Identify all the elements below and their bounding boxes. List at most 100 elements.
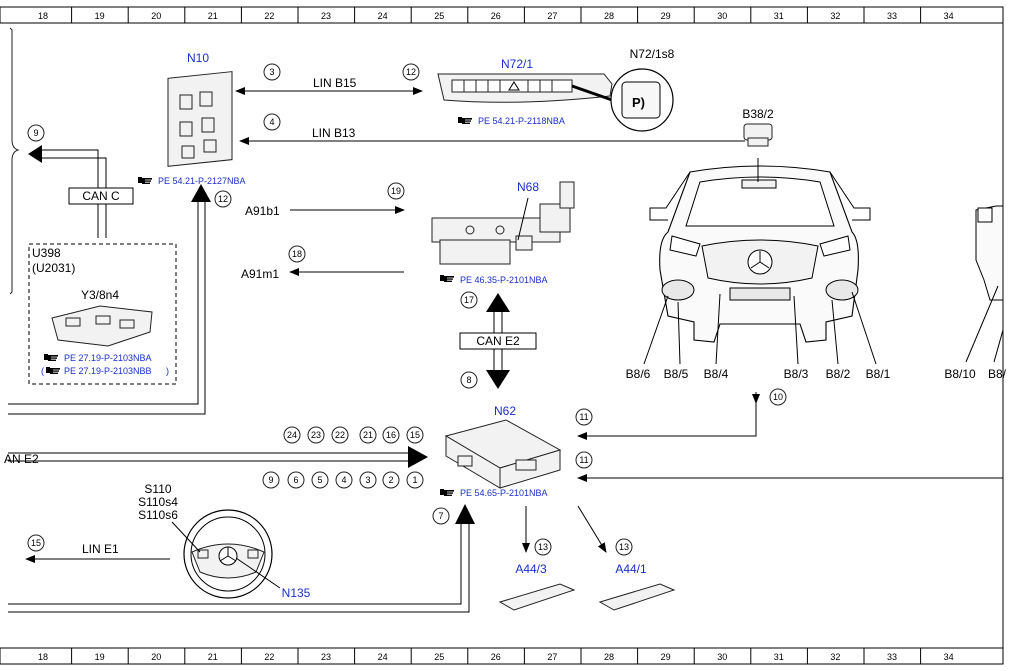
lin-b15-label: LIN B15 xyxy=(313,76,357,90)
a91m1-label: A91m1 xyxy=(241,267,279,281)
parking-button-icon: P) xyxy=(632,95,645,110)
ruler-column-label: 25 xyxy=(434,652,444,662)
u398-group xyxy=(28,243,177,385)
ruler-column-label: 20 xyxy=(151,11,161,21)
callout-18 xyxy=(288,245,306,263)
can-e2-input-arrowhead xyxy=(408,446,428,468)
callout-1: 1 xyxy=(412,475,417,485)
can-e2-box xyxy=(459,332,537,350)
ruler-column-label: 23 xyxy=(321,652,331,662)
callout-18-text: 18 xyxy=(292,249,302,259)
callout-11a-text: 11 xyxy=(579,412,588,422)
callout-13a-text: 13 xyxy=(538,542,548,552)
svg-text:(: ( xyxy=(41,366,44,376)
b8-2-label: B8/2 xyxy=(826,367,851,381)
callout-12b-text: 12 xyxy=(218,194,228,204)
ruler-column-label: 21 xyxy=(208,652,218,662)
n72-1-panel xyxy=(437,73,613,103)
callout-12-text: 12 xyxy=(406,67,416,77)
b8-3-label: B8/3 xyxy=(784,367,809,381)
callout-3-text: 3 xyxy=(269,67,274,77)
b8-partial-label: B8/ xyxy=(988,367,1007,381)
callout-11b xyxy=(575,451,593,469)
n62-label: N62 xyxy=(494,404,516,418)
vehicle-front-view xyxy=(649,158,871,343)
ruler-column-label: 18 xyxy=(38,11,48,21)
b38-2-label: B38/2 xyxy=(742,107,774,121)
ruler-column-label: 32 xyxy=(830,652,840,662)
can-e2-partial-label: AN E2 xyxy=(4,452,39,466)
callout-9 xyxy=(27,124,45,142)
ruler-column-label: 33 xyxy=(887,652,897,662)
callout-10 xyxy=(769,388,787,406)
ruler-column-label: 28 xyxy=(604,652,614,662)
b8-5-label: B8/5 xyxy=(664,367,689,381)
ruler-column-label: 18 xyxy=(38,652,48,662)
ruler-column-label: 19 xyxy=(95,11,105,21)
vehicle-rear-partial xyxy=(965,205,1004,363)
callout-24: 24 xyxy=(287,430,297,440)
a44-3-label: A44/3 xyxy=(515,562,547,576)
ruler-column-label: 22 xyxy=(264,11,274,21)
ruler-column-label: 29 xyxy=(661,11,671,21)
can-c-arrowhead xyxy=(28,145,42,163)
ruler-column-label: 32 xyxy=(830,11,840,21)
y3-ref-b[interactable]: PE 27.19-P-2103NBB xyxy=(64,366,152,376)
ruler-column-label: 26 xyxy=(491,652,501,662)
n72-1-label: N72/1 xyxy=(501,57,533,71)
ruler-column-label: 24 xyxy=(378,11,388,21)
ruler-column-label: 29 xyxy=(661,652,671,662)
ruler-column-label: 27 xyxy=(547,11,557,21)
callout-4 xyxy=(263,113,281,131)
n68-ref[interactable]: PE 46.35-P-2101NBA xyxy=(460,275,548,285)
u398-label: U398 xyxy=(32,246,61,260)
left-group-bracket xyxy=(9,27,20,295)
callout-8-text: 8 xyxy=(466,375,471,385)
callout-8 xyxy=(460,371,478,389)
callout-17 xyxy=(460,291,478,309)
callout-3b: 3 xyxy=(365,475,370,485)
y3-ref-a[interactable]: PE 27.19-P-2103NBA xyxy=(64,353,152,363)
can-e2-arrow-up xyxy=(486,293,510,312)
callout-13b-text: 13 xyxy=(619,542,629,552)
n10-label: N10 xyxy=(187,51,209,65)
callout-7-text: 7 xyxy=(438,511,443,521)
callout-9-text: 9 xyxy=(33,128,38,138)
ruler-column-label: 33 xyxy=(887,11,897,21)
n68-label: N68 xyxy=(517,180,539,194)
a91b1-label: A91b1 xyxy=(245,204,280,218)
ruler-column-label: 21 xyxy=(208,11,218,21)
a44-1-display xyxy=(598,583,676,611)
ruler-column-label: 27 xyxy=(547,652,557,662)
can-e2-label: CAN E2 xyxy=(476,334,520,348)
u2031-label: (U2031) xyxy=(32,261,75,275)
n10-ref[interactable]: PE 54.21-P-2127NBA xyxy=(158,176,246,186)
callouts-upper-row: 24 23 22 21 16 15 xyxy=(283,426,424,444)
ruler-column-label: 28 xyxy=(604,11,614,21)
callout-21: 21 xyxy=(363,430,373,440)
n72-1-ref[interactable]: PE 54.21-P-2118NBA xyxy=(478,116,565,126)
pointing-hand-icon xyxy=(458,117,472,124)
a44-1-label: A44/1 xyxy=(615,562,647,576)
s110-label: S110 xyxy=(144,482,171,496)
sensor-to-n62-arrow xyxy=(577,392,757,440)
b8-6-label: B8/6 xyxy=(626,367,651,381)
ruler-column-label: 19 xyxy=(95,652,105,662)
callout-5: 5 xyxy=(317,475,322,485)
callout-15a: 15 xyxy=(410,430,420,440)
pointing-hand-icon xyxy=(440,489,454,496)
ruler-column-label: 25 xyxy=(434,11,444,21)
y3-8n4-label: Y3/8n4 xyxy=(81,288,119,302)
lin-b13-label: LIN B13 xyxy=(312,126,356,140)
callout-22: 22 xyxy=(335,430,345,440)
y3-8n4-valve-body xyxy=(51,305,153,347)
n62-ref[interactable]: PE 54.65-P-2101NBA xyxy=(460,488,548,498)
callout-9b: 9 xyxy=(268,475,273,485)
can-c-line-inner xyxy=(36,157,107,238)
s110s4-label: S110s4 xyxy=(138,495,178,509)
ruler-column-label: 30 xyxy=(717,11,727,21)
n62-control-unit xyxy=(444,419,562,489)
svg-text:): ) xyxy=(166,366,169,376)
n10-module xyxy=(167,71,233,167)
